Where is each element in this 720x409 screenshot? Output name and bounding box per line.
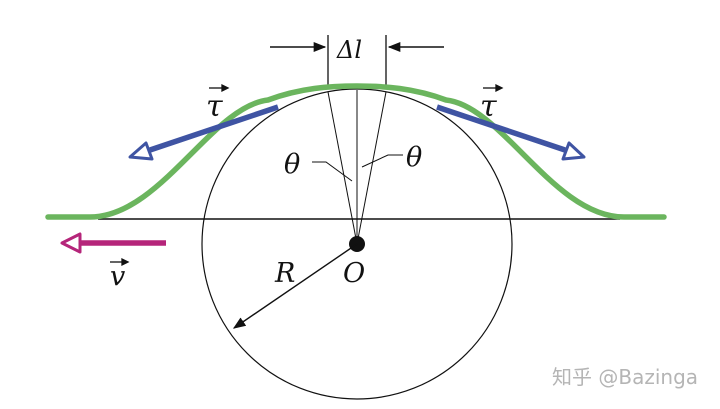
tau-right-label: τ (480, 89, 497, 124)
theta-right-label: θ (406, 142, 422, 173)
tau-left-vector-mark (209, 83, 230, 93)
velocity-label: v (110, 261, 125, 292)
radius-arrow (232, 243, 358, 329)
center-label: O (343, 258, 365, 289)
velocity-arrow-head (60, 232, 82, 254)
delta-l-label: Δl (336, 36, 362, 64)
radius-label: R (274, 258, 295, 289)
tension-arrow-left-shaft (149, 104, 279, 153)
tension-arrow-right-head (561, 141, 586, 161)
theta-right-leader (361, 154, 403, 168)
tau-left-label: τ (206, 89, 223, 124)
watermark-text: 知乎 @Bazinga (552, 365, 698, 389)
v-vector-mark (110, 257, 130, 267)
rope-curve (45, 83, 667, 220)
theta-left-leader (312, 161, 353, 182)
tension-arrow-left-head (128, 141, 154, 161)
tension-arrow-right-shaft (436, 104, 566, 153)
tau-right-vector-mark (483, 83, 504, 93)
theta-left-label: θ (284, 149, 300, 180)
radial-line-right (356, 91, 387, 245)
pulley-circle (201, 88, 513, 400)
radial-line-left (327, 91, 358, 245)
